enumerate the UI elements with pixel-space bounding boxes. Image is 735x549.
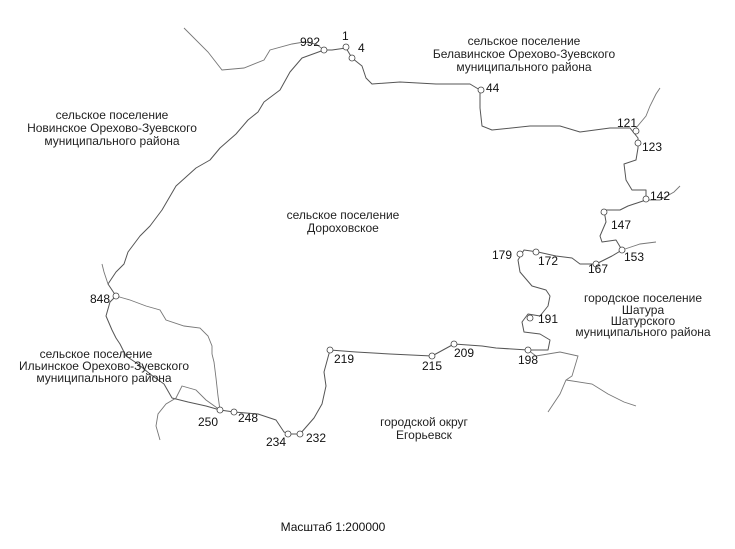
- region-sw-line-2: Ильинское Орехово-Зуевского: [19, 359, 189, 373]
- region-center-line-1: сельское поселение: [287, 208, 400, 222]
- region-e-line-1: городское поселение: [584, 291, 702, 305]
- region-sw-line-3: муниципального района: [36, 371, 171, 385]
- outer-line-west: [115, 295, 213, 354]
- point-label-4: 4: [358, 41, 365, 55]
- region-ne-line-1: сельское поселение: [468, 34, 581, 48]
- outer-line-west-2: [101, 263, 109, 285]
- region-label-east: городское поселение Шатура Шатурского му…: [575, 291, 710, 339]
- point-1-marker: [342, 43, 350, 51]
- point-label-123: 123: [642, 140, 662, 154]
- region-label-south: городской округ Егорьевск: [380, 415, 468, 442]
- point-label-142: 142: [650, 189, 670, 203]
- point-label-191: 191: [538, 312, 558, 326]
- point-label-215: 215: [422, 359, 442, 373]
- point-label-121: 121: [617, 116, 637, 130]
- region-ne-line-2: Белавинское Орехово-Зуевского: [433, 47, 616, 61]
- point-992-marker: [320, 46, 328, 54]
- point-label-167: 167: [588, 262, 608, 276]
- region-center-line-2: Дороховское: [307, 221, 379, 235]
- point-121-marker: [632, 127, 640, 135]
- point-209-marker: [450, 340, 458, 348]
- map-scale: Масштаб 1:200000: [281, 520, 386, 534]
- point-219-marker: [326, 346, 334, 354]
- boundary-points: [112, 43, 650, 438]
- region-label-center: сельское поселение Дороховское: [287, 208, 400, 235]
- outer-line-south-east: [527, 349, 579, 413]
- outer-line-south-west: [155, 385, 221, 441]
- region-e-line-3: Шатурского: [611, 314, 676, 328]
- region-nw-line-3: муниципального района: [44, 134, 179, 148]
- region-s-line-2: Егорьевск: [396, 428, 453, 442]
- point-label-232: 232: [306, 431, 326, 445]
- point-label-179: 179: [492, 248, 512, 262]
- point-label-153: 153: [624, 250, 644, 264]
- point-label-219: 219: [334, 352, 354, 366]
- outer-line-east: [646, 185, 681, 201]
- point-labels: 992 1 4 44 121 123 142 147 153 167 172 1…: [90, 29, 670, 449]
- point-label-44: 44: [486, 81, 500, 95]
- point-232-marker: [296, 430, 304, 438]
- point-label-848: 848: [90, 292, 110, 306]
- region-e-line-2: Шатура: [622, 303, 665, 317]
- region-sw-line-1: сельское поселение: [40, 347, 153, 361]
- region-ne-line-3: муниципального района: [456, 60, 591, 74]
- outer-line-north-east: [635, 87, 661, 129]
- region-label-south-west: сельское поселение Ильинское Орехово-Зуе…: [19, 347, 189, 385]
- point-215-marker: [428, 352, 436, 360]
- outer-line-north: [183, 27, 325, 71]
- settlement-boundary: [105, 47, 647, 435]
- point-234-marker: [284, 430, 292, 438]
- point-4-marker: [348, 54, 356, 62]
- point-198-marker: [524, 346, 532, 354]
- outer-line-south-west-2: [211, 353, 221, 411]
- point-153-marker: [618, 246, 626, 254]
- point-179-marker: [516, 250, 524, 258]
- region-s-line-1: городской округ: [380, 415, 468, 429]
- region-nw-line-2: Новинское Орехово-Зуевского: [27, 121, 197, 135]
- point-44-marker: [477, 86, 485, 94]
- point-248-marker: [230, 408, 238, 416]
- outer-line-east-2: [621, 241, 657, 251]
- outer-line-south-east-2: [565, 379, 637, 407]
- point-label-248: 248: [238, 411, 258, 425]
- point-label-209: 209: [454, 346, 474, 360]
- point-191-marker: [526, 314, 534, 322]
- point-label-992: 992: [300, 35, 320, 49]
- point-167-marker: [592, 260, 600, 268]
- point-label-172: 172: [538, 254, 558, 268]
- point-label-250: 250: [198, 415, 218, 429]
- point-label-234: 234: [266, 435, 286, 449]
- point-label-1: 1: [342, 29, 349, 43]
- region-nw-line-1: сельское поселение: [56, 108, 169, 122]
- point-label-147: 147: [611, 218, 631, 232]
- region-e-line-4: муниципального района: [575, 325, 710, 339]
- region-label-north-east: сельское поселение Белавинское Орехово-З…: [433, 34, 616, 74]
- point-250-marker: [216, 406, 224, 414]
- point-147-marker: [600, 208, 608, 216]
- region-label-north-west: сельское поселение Новинское Орехово-Зуе…: [27, 108, 197, 148]
- point-label-198: 198: [518, 353, 538, 367]
- point-848-marker: [112, 292, 120, 300]
- point-172-marker: [532, 248, 540, 256]
- point-142-marker: [642, 195, 650, 203]
- point-123-marker: [634, 139, 642, 147]
